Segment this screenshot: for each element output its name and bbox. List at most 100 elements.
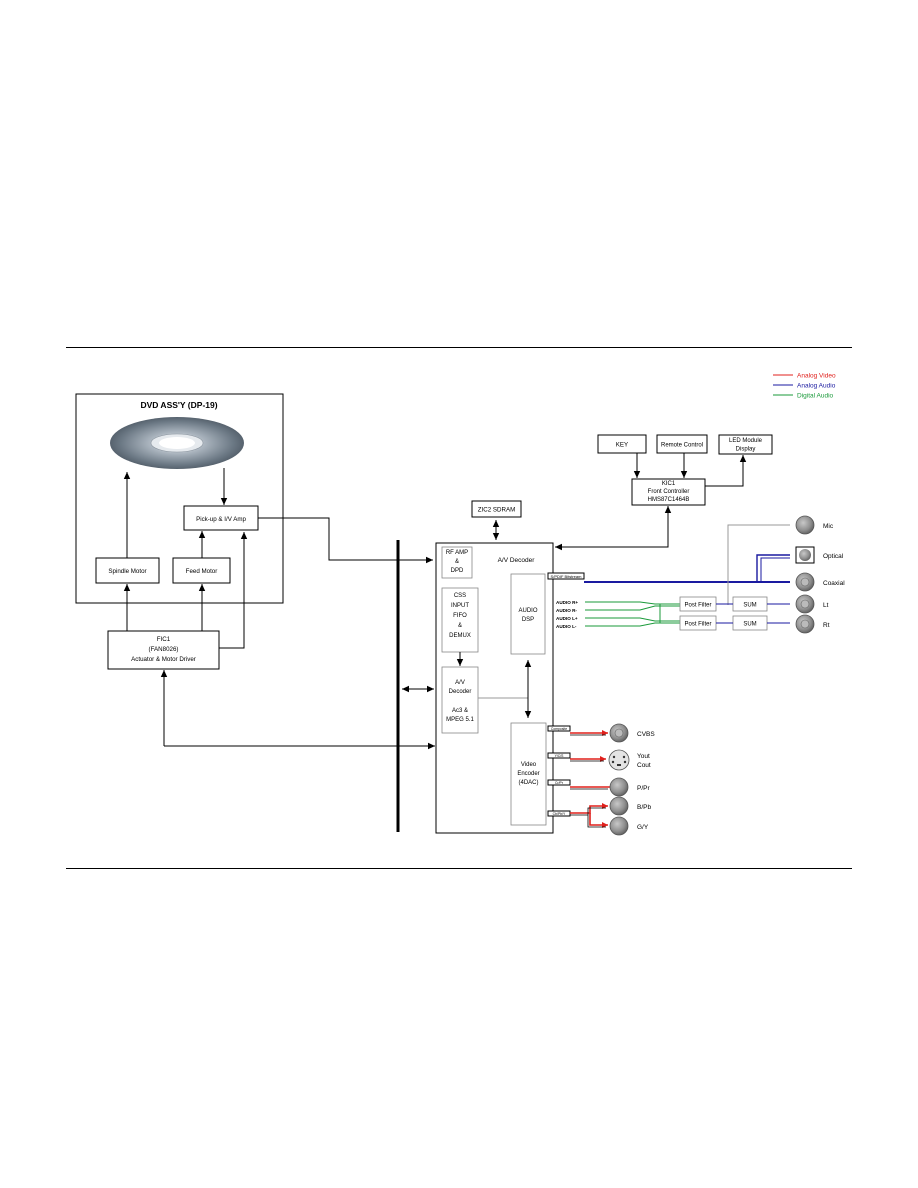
audio-label-1: AUDIO R-	[556, 608, 577, 613]
kic1-line1: KIC1	[662, 481, 676, 487]
audio-label-3: AUDIO L-	[556, 624, 577, 629]
cvbs-tag	[547, 725, 571, 732]
sdram-box	[471, 500, 522, 518]
post-filter-l-label: Post Filter	[684, 622, 711, 628]
post-filter-r-label: Post Filter	[684, 603, 711, 609]
pb-jack-icon	[609, 796, 629, 816]
decoder-line3: Ac3 &	[452, 708, 468, 714]
cvbs-jack-icon	[609, 723, 629, 743]
audio-dsp-box	[510, 573, 546, 655]
css-line4: &	[458, 623, 462, 629]
yout-label: Yout	[637, 753, 650, 760]
yb-tag-label: Cb/Pb/Y	[553, 812, 566, 816]
decoder-line4: MPEG 5.1	[446, 717, 474, 723]
rf-amp-line1: RF AMP	[446, 550, 468, 556]
legend-analog-audio: Analog Audio	[797, 383, 836, 390]
pr-jack-icon	[609, 777, 629, 797]
yc-tag-label: Y/C/S	[555, 754, 565, 758]
kic1-line2: Front Controller	[648, 489, 690, 495]
video-enc-line3: (4DAC)	[518, 780, 538, 786]
audio-label-0: AUDIO R+	[556, 600, 578, 605]
rt-jack-icon	[795, 614, 815, 634]
legend-digital-audio: Digital Audio	[797, 393, 834, 400]
analog-video-lines	[570, 730, 610, 828]
spindle-motor-box	[95, 557, 160, 584]
lt-jack-icon	[795, 594, 815, 614]
pickup-to-rf-arrow	[258, 517, 433, 564]
gy-jack-icon	[609, 816, 629, 836]
spdif-tag-label: S/PDIF Bitstream	[551, 574, 583, 579]
mic-label: Mic	[823, 523, 834, 530]
remote-label: Remote Control	[661, 443, 703, 449]
video-line-outline	[570, 734, 608, 828]
feed-motor-box	[172, 557, 231, 584]
rt-label: Rt	[823, 622, 830, 629]
remote-box	[656, 434, 708, 454]
coaxial-jack-icon	[795, 572, 815, 592]
led-line2: Display	[736, 447, 756, 453]
key-to-kic1-arrow	[622, 452, 641, 478]
kic1-decoder-arrow	[555, 506, 672, 551]
av-decoder-title: A/V Decoder	[498, 557, 536, 564]
video-encoder-box	[510, 722, 547, 826]
optical-label: Optical	[823, 553, 844, 560]
pr-label: P/Pr	[637, 785, 650, 792]
coaxial-label: Coaxial	[823, 580, 845, 587]
cvbs-label: CVBS	[637, 731, 655, 738]
yc-tag	[547, 752, 571, 759]
fic1-line1: FIC1	[157, 636, 171, 643]
spdif-optical-line2	[760, 557, 790, 582]
sum-l-label: SUM	[743, 622, 756, 628]
cout-label: Cout	[637, 762, 651, 769]
fic1-to-pickup-arrow	[219, 532, 248, 649]
pr-tag	[547, 779, 571, 786]
css-line5: DEMUX	[449, 633, 471, 639]
legend: Analog Video Analog Audio Digital Audio	[773, 373, 836, 400]
rf-amp-box	[441, 546, 473, 579]
feed-motor-label: Feed Motor	[186, 568, 218, 575]
sdram-label: ZIC2 SDRAM	[478, 507, 515, 514]
audio-label-2: AUDIO L+	[556, 616, 578, 621]
fic1-box	[107, 630, 220, 670]
spindle-motor-label: Spindle Motor	[108, 568, 146, 575]
video-enc-line1: Video	[521, 762, 537, 768]
spdif-tag	[547, 572, 585, 580]
mic-line	[727, 524, 790, 605]
decoder-line1: A/V	[455, 680, 465, 686]
led-line1: LED Module	[729, 438, 763, 444]
rf-amp-line3: DPD	[451, 568, 464, 574]
css-line2: INPUT	[451, 603, 469, 609]
kic1-to-led-arrow	[705, 455, 747, 487]
digital-audio-lines	[585, 601, 680, 627]
decoder-line2: Decoder	[449, 689, 472, 695]
audio-dsp-line1: AUDIO	[518, 608, 537, 614]
av-decoder-inner-box	[441, 666, 479, 734]
disc-icon	[110, 417, 244, 469]
spdif-optical-line	[756, 554, 790, 582]
kic1-box	[631, 478, 706, 506]
css-demux-box	[441, 587, 479, 653]
sum-r-label: SUM	[743, 603, 756, 609]
css-line1: CSS	[454, 593, 466, 599]
mic-jack-icon	[795, 515, 815, 535]
pickup-label: Pick-up & I/V Amp	[196, 516, 246, 523]
cvbs-tag-label: Composite	[551, 727, 567, 731]
video-enc-line2: Encoder	[517, 771, 539, 777]
fic1-line2: (FAN8026)	[149, 646, 179, 653]
dvd-assy-title: DVD ASS'Y (DP-19)	[140, 400, 217, 410]
pb-label: B/Pb	[637, 804, 651, 811]
svideo-jack-icon	[608, 749, 630, 771]
kic1-line3: HMS87C1464B	[648, 497, 690, 503]
audio-dsp-line2: DSP	[522, 617, 534, 623]
gy-label: G/Y	[637, 824, 649, 831]
rf-amp-line2: &	[455, 559, 459, 565]
led-box	[718, 434, 773, 455]
pr-tag-label: Cr/Pr	[555, 781, 564, 785]
legend-analog-video: Analog Video	[797, 373, 836, 380]
lt-label: Lt	[823, 602, 829, 609]
css-line3: FIFO	[453, 613, 467, 619]
fic1-line3: Actuator & Motor Driver	[131, 656, 196, 663]
key-label: KEY	[616, 442, 628, 449]
optical-jack-icon	[795, 546, 815, 564]
